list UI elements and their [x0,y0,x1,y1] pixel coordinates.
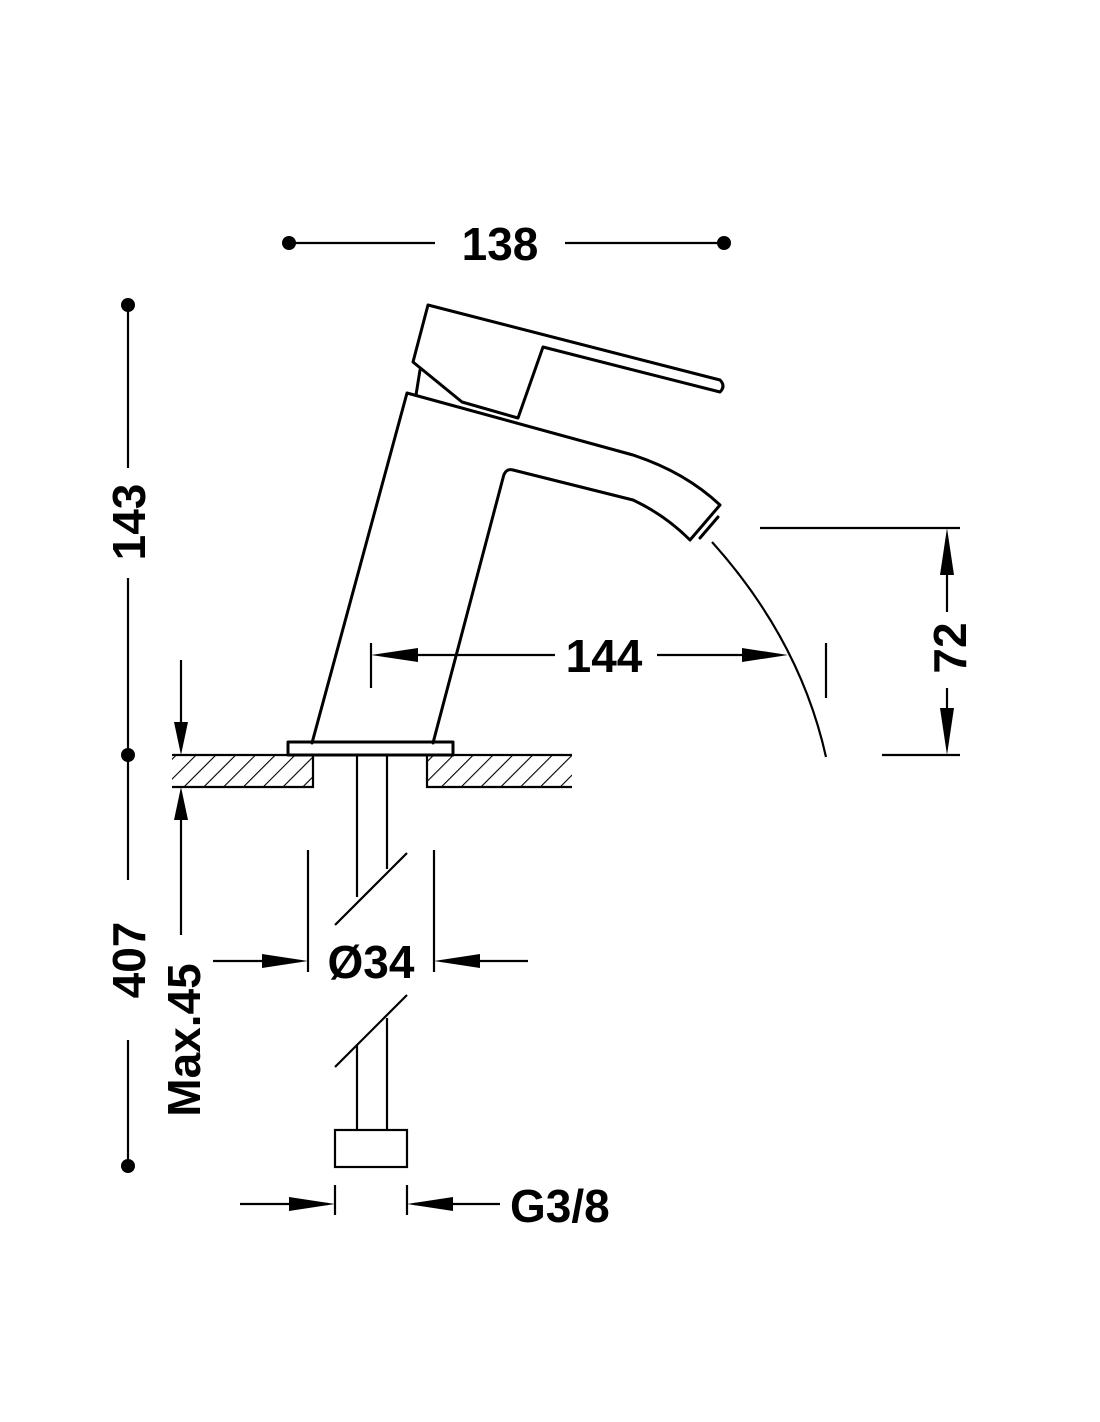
dimension-label-max45: Max.45 [158,963,210,1116]
faucet-body [310,391,722,745]
deck-section [172,753,572,789]
dimension-connection: G3/8 [240,1180,610,1232]
dimension-label-138: 138 [462,218,539,270]
dimension-label-72: 72 [924,622,976,673]
dimension-height-left: 143 407 [103,298,155,1173]
dimension-spout-height: 72 [760,526,976,757]
faucet-handle [411,303,725,420]
dimension-label-407: 407 [103,922,155,999]
dimension-label-144: 144 [566,630,643,682]
supply-hose [333,755,409,1169]
dimension-deck-thickness: Max.45 [158,660,210,1117]
dimension-width-138: 138 [282,218,731,270]
hose-connector [333,1128,409,1169]
base-plate [286,740,455,757]
dimension-hole-diameter: Ø34 [213,850,528,988]
dimension-label-diameter: Ø34 [328,936,415,988]
water-stream [711,541,828,758]
dimension-spout-reach: 144 [369,630,828,698]
dimension-label-143: 143 [103,484,155,561]
dimension-label-g38: G3/8 [510,1180,610,1232]
